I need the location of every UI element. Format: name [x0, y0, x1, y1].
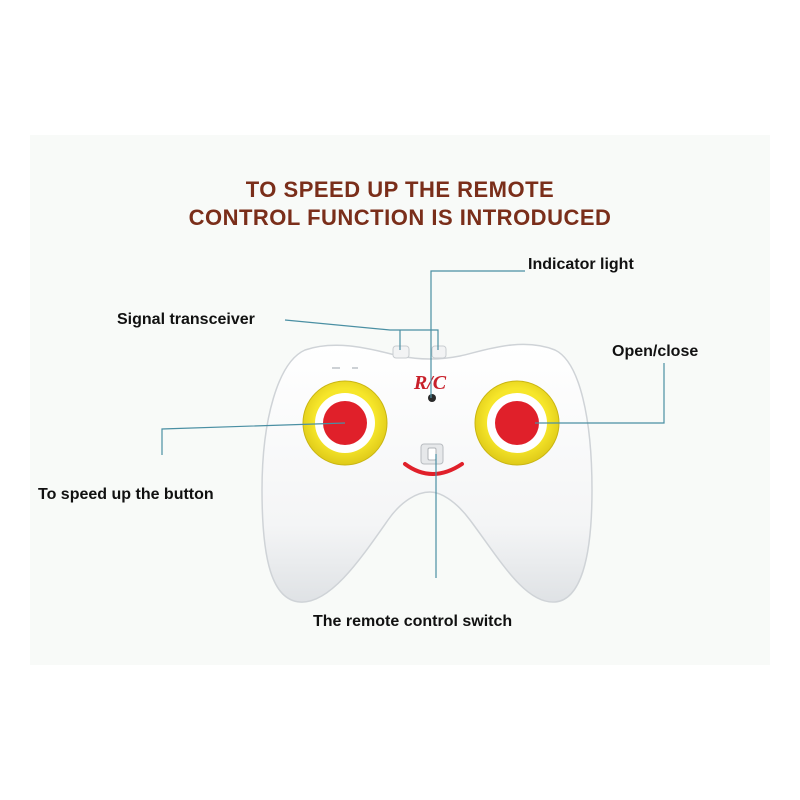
title-line-2: CONTROL FUNCTION IS INTRODUCED	[188, 205, 612, 230]
title-line-1: TO SPEED UP THE REMOTE	[245, 177, 555, 202]
transceiver-bump-left	[392, 345, 410, 359]
label-open-close: Open/close	[612, 343, 699, 360]
label-signal-transceiver: Signal transceiver	[117, 311, 255, 328]
open-close-button[interactable]	[474, 380, 560, 466]
label-remote-control-switch: The remote control switch	[313, 613, 513, 630]
leader-open-close	[535, 363, 665, 424]
rc-logo: R/C	[413, 372, 447, 394]
leader-speed-up	[161, 422, 346, 455]
leader-signal-transceiver	[284, 319, 439, 350]
smile-decoration	[403, 462, 464, 476]
label-speed-up-button: To speed up the button	[38, 486, 214, 503]
leader-indicator-light	[430, 270, 525, 398]
indicator-light	[428, 394, 436, 402]
transceiver-bump-right	[431, 345, 447, 359]
label-indicator-light: Indicator light	[528, 256, 634, 273]
switch-knob	[427, 447, 437, 461]
open-close-button-core	[495, 401, 539, 445]
